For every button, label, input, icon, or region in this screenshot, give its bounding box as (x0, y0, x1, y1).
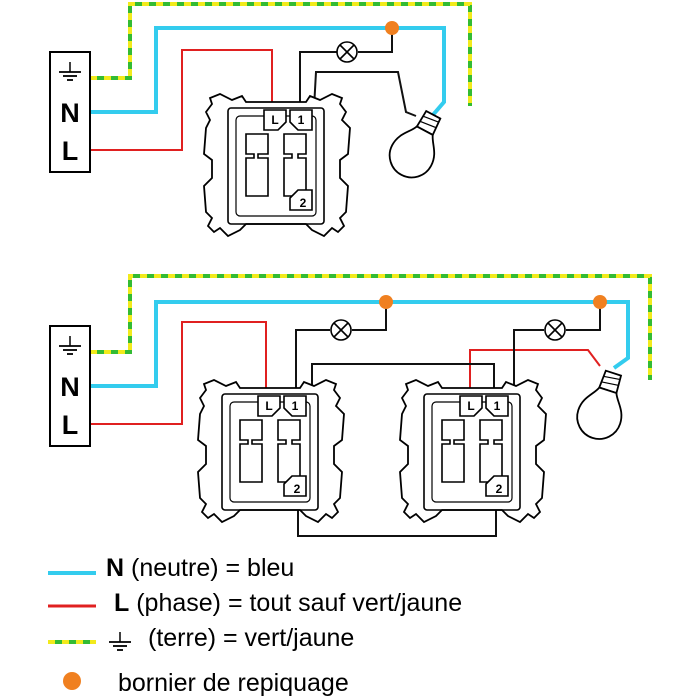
switch-terminal-1: 1 (298, 113, 305, 127)
phase-terminal-label: L (62, 410, 79, 440)
switch-terminal-2: 2 (294, 482, 301, 496)
phase-wire (90, 321, 267, 425)
neutral-terminal-label: N (60, 98, 80, 128)
neutral-wire (90, 300, 630, 388)
junction-dot-icon (385, 21, 399, 35)
traveller-wire-1 (311, 363, 495, 398)
switch1-to-lamp-wire (295, 329, 330, 398)
switch-to-lamp-wire (299, 51, 338, 108)
legend-neutral-text: N (neutre) = bleu (106, 554, 294, 582)
junction-dot-icon (379, 295, 393, 309)
lamp-indicator-icon (336, 41, 358, 63)
switch-terminal-L: L (467, 399, 474, 413)
phase-terminal-label: L (62, 136, 79, 166)
neutral-terminal-label: N (60, 372, 80, 402)
bulb-icon (570, 365, 636, 446)
neutral-wire (90, 26, 446, 118)
switch-terminal-L: L (271, 113, 278, 127)
earth-ground-icon (108, 631, 132, 651)
phase-wire (90, 49, 273, 151)
lamp1-to-junction-wire (352, 302, 387, 331)
switch-terminal-1: 1 (494, 399, 501, 413)
switch-to-bulb-wire (313, 71, 417, 117)
legend-earth-text: (terre) = vert/jaune (148, 624, 354, 652)
legend-junction-text: bornier de repiquage (118, 669, 349, 697)
lamp-to-junction-wire (358, 28, 393, 53)
supply-terminal-block (49, 325, 91, 447)
bulb-icon (381, 103, 454, 187)
lamp-indicator-icon (544, 319, 566, 341)
legend-phase-text: L (phase) = tout sauf vert/jaune (114, 589, 462, 617)
switch: L 1 2 (203, 93, 351, 237)
panel-two-switches: N L L 1 2 L 1 2 (49, 274, 652, 537)
lamp-indicator-icon (330, 319, 352, 341)
switch-terminal-2: 2 (300, 196, 307, 210)
legend: N (neutre) = bleu L (phase) = tout sauf … (48, 554, 462, 697)
phase-wire-2 (469, 349, 601, 398)
lamp2-to-junction-wire (566, 302, 601, 331)
switch-terminal-L: L (265, 399, 272, 413)
switch-a: L 1 2 (197, 379, 345, 523)
panel-single-switch: N L L 1 2 (49, 2, 472, 237)
switch-terminal-2: 2 (496, 482, 503, 496)
earth-wire (90, 274, 652, 380)
switch2-to-lamp-wire (513, 329, 544, 398)
junction-dot-icon (593, 295, 607, 309)
junction-dot-icon (63, 672, 81, 690)
switch-b: L 1 2 (399, 379, 547, 523)
traveller-wire-2 (297, 506, 497, 537)
switch-terminal-1: 1 (292, 399, 299, 413)
earth-wire (90, 2, 472, 106)
